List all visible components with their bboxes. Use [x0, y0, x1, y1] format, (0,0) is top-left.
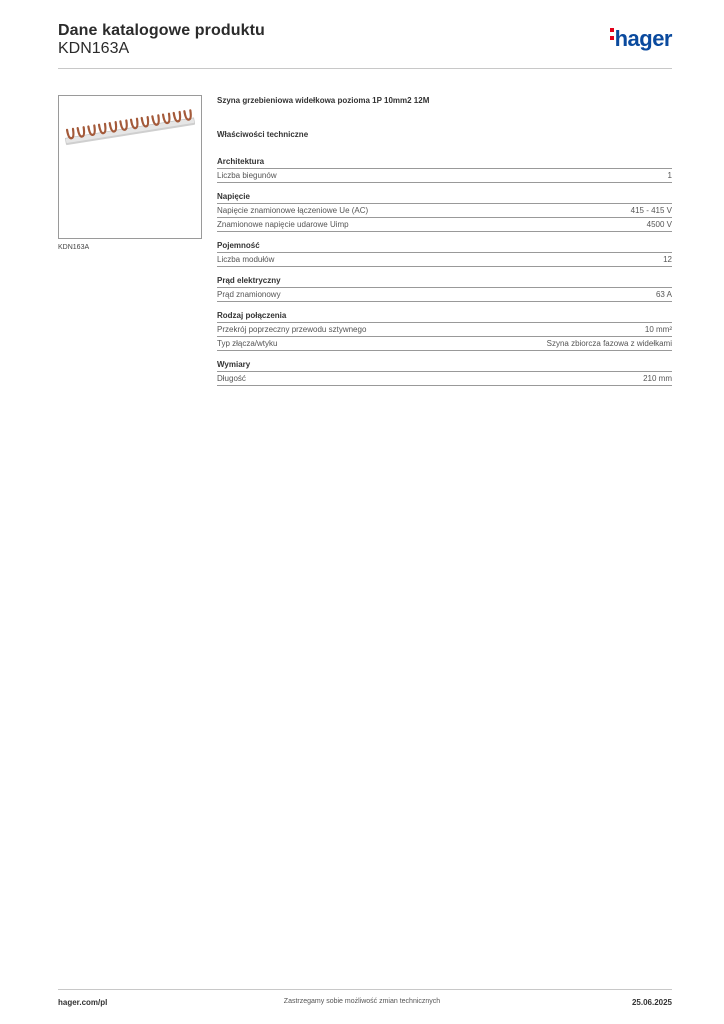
footer-notice: Zastrzegamy sobie możliwość zmian techni… [283, 998, 441, 1005]
property-row: Długość 210 mm [217, 372, 672, 386]
property-label: Długość [217, 374, 246, 383]
property-label: Prąd znamionowy [217, 290, 281, 299]
section-pojemnosc: Pojemność Liczba modułów 12 [217, 240, 672, 267]
footer-website: hager.com/pl [58, 998, 108, 1007]
fork-terminal [151, 114, 160, 126]
property-value: 12 [663, 255, 672, 264]
section-prad-elektryczny: Prąd elektryczny Prąd znamionowy 63 A [217, 275, 672, 302]
product-code: KDN163A [58, 40, 130, 57]
property-label: Znamionowe napięcie udarowe Uimp [217, 220, 349, 229]
section-title: Rodzaj połączenia [217, 310, 672, 323]
fork-terminal [108, 121, 118, 133]
property-row: Liczba biegunów 1 [217, 169, 672, 183]
page-header: Dane katalogowe produktu KDN163A hager [58, 20, 673, 68]
image-caption: KDN163A [58, 244, 90, 251]
property-value: 10 mm² [644, 325, 672, 334]
property-row: Przekrój poprzeczny przewodu sztywnego 1… [217, 323, 672, 337]
fork-terminal [87, 124, 96, 136]
property-row: Typ złącza/wtyku Szyna zbiorcza fazowa z… [217, 337, 672, 351]
property-value: 210 mm [643, 374, 672, 383]
footer-divider [58, 989, 672, 990]
technical-properties-heading: Właściwości techniczne [217, 130, 309, 139]
hager-logo: hager [609, 26, 673, 52]
section-title: Prąd elektryczny [217, 275, 672, 288]
logo-colon-icon [609, 28, 615, 44]
property-label: Typ złącza/wtyku [217, 339, 278, 348]
property-label: Liczba modułów [217, 255, 275, 264]
fork-terminal [161, 112, 171, 125]
section-napiecie: Napięcie Napięcie znamionowe łączeniowe … [217, 191, 672, 232]
property-label: Liczba biegunów [217, 171, 277, 180]
fork-terminal [119, 119, 128, 131]
property-value: Szyna zbiorcza fazowa z widełkami [546, 339, 672, 348]
property-row: Znamionowe napięcie udarowe Uimp 4500 V [217, 218, 672, 232]
section-title: Wymiary [217, 359, 672, 372]
section-wymiary: Wymiary Długość 210 mm [217, 359, 672, 386]
document-title: Dane katalogowe produktu [58, 22, 265, 39]
section-title: Pojemność [217, 240, 672, 253]
fork-terminal [172, 110, 182, 123]
fork-terminal [183, 109, 192, 121]
property-value: 63 A [655, 290, 672, 299]
property-label: Przekrój poprzeczny przewodu sztywnego [217, 325, 367, 334]
property-value: 415 - 415 V [630, 206, 672, 215]
product-description: Szyna grzebieniowa widełkowa pozioma 1P … [217, 96, 430, 105]
property-row: Liczba modułów 12 [217, 253, 672, 267]
property-row: Napięcie znamionowe łączeniowe Ue (AC) 4… [217, 204, 672, 218]
fork-terminal [129, 117, 139, 130]
property-label: Napięcie znamionowe łączeniowe Ue (AC) [217, 206, 369, 215]
footer-date: 25.06.2025 [631, 998, 672, 1007]
section-title: Architektura [217, 156, 672, 169]
property-value: 1 [667, 171, 672, 180]
product-image [58, 95, 202, 239]
property-row: Prąd znamionowy 63 A [217, 288, 672, 302]
fork-terminal [76, 126, 86, 138]
property-value: 4500 V [646, 220, 672, 229]
product-details: Szyna grzebieniowa widełkowa pozioma 1P … [217, 96, 672, 386]
section-architektura: Architektura Liczba biegunów 1 [217, 156, 672, 183]
fork-terminal [65, 127, 75, 140]
section-title: Napięcie [217, 191, 672, 204]
fork-terminal [97, 122, 107, 135]
header-divider [58, 68, 672, 69]
busbar-image-icon [64, 109, 196, 146]
section-rodzaj-polaczenia: Rodzaj połączenia Przekrój poprzeczny pr… [217, 310, 672, 351]
logo-text: hager [614, 26, 673, 51]
fork-terminal [140, 115, 150, 128]
